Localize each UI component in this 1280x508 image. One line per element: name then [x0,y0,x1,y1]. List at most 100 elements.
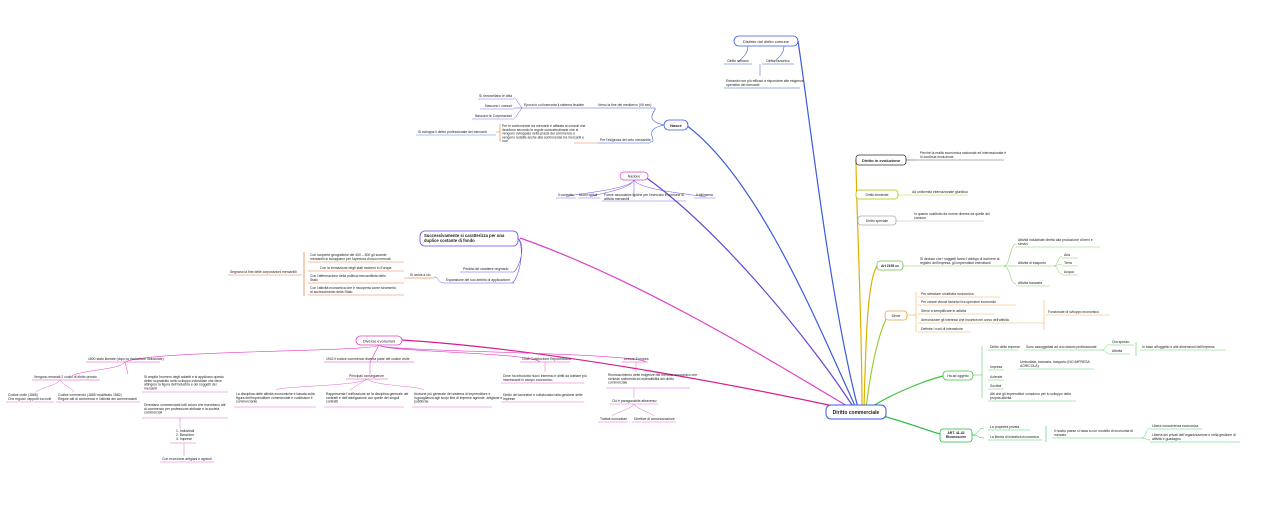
diverse-c-item-0: Dove ha introdotto nuovi interessi e dir… [503,374,587,382]
nasce-item-1: Nascono i comuni [485,104,512,108]
succ-perdita: Perdita del carattere originario [463,267,509,271]
art2195-label: Art 2195 cc [881,264,899,268]
diverse-b-item-2: Nozione più generale del sistema di impr… [414,392,502,404]
diverse-list-0: 1. Industriali [176,429,195,433]
diverse-c: 1948 Costituzione Repubblicana [522,357,571,361]
nasce-label: Nasce [670,123,683,128]
topic-speciale[interactable]: Diritto speciale In quanto costituito da… [857,212,990,226]
succ-espansione: Espansione del suo ambito di applicazion… [446,278,510,282]
nasce-b2-side: Si sviluppa il diritto professionale dei… [418,130,487,134]
nasce-b2: Per l'esigenza dei ceto mercantile [600,138,651,142]
speciale-label: Diritto speciale [866,219,888,223]
art4142-note: Il nostro paese si basa su un modello di… [1054,429,1133,437]
oggetto-b-note: Umbodiale, bancaria, trasporto (NO IMPRE… [1020,360,1090,368]
topic-distinto[interactable]: Distinto dal diritto comune Diritto roma… [724,35,804,89]
speciale-note: In quanto costituito da norme diverse da… [914,212,990,220]
art4142-result-1: Libertà dei privati dell'organizzazione … [1152,433,1236,441]
diverse-a: 1800 stato liberale (dopo la rivoluzione… [88,357,164,361]
root-node[interactable]: Diritto commerciale [825,404,887,420]
diverse-d-hub: Ciò è paragonabile attraverso [612,399,657,403]
nazione-item-2: Forme associative tipiche per l'esercizi… [604,193,684,201]
diverse-b-item-1: Rappresenta l'unificazione se la discipl… [326,392,409,404]
diverse-label: Diverse evoluzioni [363,339,396,344]
nasce-item-2: Nascono le Corporazioni [475,114,512,118]
topic-diverse[interactable]: Diverse evoluzioni 1800 stato liberale (… [6,335,697,463]
root-label: Diritto commerciale [833,410,880,416]
root-connectors [401,40,944,435]
serve-item-1: Per creare vincoli favorisci tra operato… [921,300,996,304]
art4142-item-0: La proprietà privata [990,425,1019,429]
succ-item-2: Con l'affermazione della politica mercan… [310,274,386,282]
diverse-c-item-1: Diritto dei lavoratori e collaboratori a… [503,393,583,401]
art2195-note: Si deduce che i soggetti fanno l'obbligo… [920,257,1000,265]
nazione-label: Nazione [628,175,641,179]
topic-evoluzione[interactable]: Diritto in evoluzione Perché la realtà e… [855,151,1006,166]
serve-item-2: Serve a semplificare le attività [921,309,966,313]
nazione-item-0: Il contratto [558,193,574,197]
oggetto-c: Aziende [990,375,1002,379]
topic-nazione[interactable]: Nazione Il contratto Nuovi istituti Form… [556,171,716,202]
diverse-b-item-0: La disciplina delle attività economiche … [236,392,315,404]
diverse-a-right: Si amplia l'numero degli addetti e si ap… [144,375,224,390]
diverse-list-2: 3. Imprese [176,437,192,441]
serve-item-3: Armonizzare gli interessi che incontra n… [921,318,1009,322]
nazione-item-1: Nuovi istituti [579,193,598,197]
nasce-b1: Verso la fine del medioevo (XII sec) [598,103,651,107]
topic-oggetto[interactable]: Ha ad oggetto Diritto delle imprese Sono… [942,340,1226,402]
serve-result: Funzionale di sviluppo economico [1048,310,1099,314]
evoluzione-note: Perché la realtà economica nazionale ed … [920,151,1006,159]
topic-nasce[interactable]: Nasce Verso la fine del medioevo (XII se… [416,94,689,144]
nasce-item-0: Si rinnovellano le città [479,94,512,98]
art2195-item-0: Attività industriale diretta alla produz… [1018,238,1093,246]
oggetto-a-result: In base all'oggetto e alle dimensioni de… [1142,345,1215,349]
oggetto-label: Ha ad oggetto [947,374,968,378]
diverse-d-item: Riconoscimento delle esigenze del mercat… [608,373,697,385]
oggetto-b: Impresa [990,365,1002,369]
tendente-note: Ad uniformità internazionale giuridica [912,190,968,194]
oggetto-a: Diritto delle imprese [990,345,1020,349]
diverse-a-right2: Diventano commercianti tutti coloro che … [144,403,226,415]
diverse-b-mid: Principali conseguenze [349,374,384,378]
distinto-child-1: Diritto canonico [766,59,789,63]
tendente-label: Diritto tendente [866,193,889,197]
trasporto-2: Acqua [1064,270,1074,274]
topic-tendente[interactable]: Diritto tendente Ad uniformità internazi… [855,189,968,200]
succ-item-0: Con scoperte geografiche del 400 – 500 g… [310,253,391,261]
diverse-d: Unione Europea [624,357,649,361]
nasce-b2-note: Per le controversie tra mercanti è affid… [502,124,586,143]
succ-left: Segnano la fine delle corporazioni merca… [230,270,297,274]
oggetto-e: Atti che gli imprenditori compiono per l… [990,392,1071,400]
diverse-d-leaf-0: Trattati comunitari [600,417,627,421]
serve-item-0: Per stimolare un'attività economica [921,292,974,296]
art2195-item-2: Attività bancaria [1018,281,1042,285]
succ-item-1: Con la formazione degli stati moderni in… [320,266,392,270]
diverse-a-bottom: Con eccezione artigiani e agricoli [162,457,212,461]
oggetto-a-item-1: Attività [1112,349,1122,353]
serve-label: Serve [892,314,901,318]
nazione-item-3: Il fallimento [696,193,713,197]
diverse-d-leaf-1: Direttive di armonizzazione [634,417,675,421]
art4142-item-1: La libertà di iniziativa economica [990,435,1039,439]
trasporto-1: Terra [1064,261,1072,265]
diverse-a-left-1: Codice commercio (1865 modificato 1882)R… [58,393,137,401]
serve-item-4: Definire i ruoli di interazione [921,327,963,331]
oggetto-a-note: Sono assoggettati ad uno statuto profess… [1026,345,1097,349]
topic-art2195[interactable]: Art 2195 cc Si deduce che i soggetti fan… [876,238,1100,287]
diverse-list-1: 2. Banchieri [176,433,194,437]
distinto-label: Distinto dal diritto comune [743,39,790,44]
diverse-a-left: Vengono emanati 2 codici di diritto priv… [34,375,97,379]
trasporto-0: Aria [1064,253,1070,257]
distinto-child-0: Diritto romano [727,59,748,63]
succ-item-3: Con l'attività economica che è riscopert… [310,286,396,294]
topic-serve[interactable]: Serve Per stimolare un'attività economic… [884,292,1110,333]
diverse-a-left-0: Codice civile (1865)Che regola i rapport… [8,393,51,401]
distinto-note: Entrambi non più efficaci a rispondere a… [726,79,804,87]
diverse-b: 1942 il codice commercio diventa parte d… [326,357,410,361]
nasce-b1-child: Epoca in cui tramonta il sistema feudale [524,103,584,107]
evoluzione-label: Diritto in evoluzione [862,158,901,163]
